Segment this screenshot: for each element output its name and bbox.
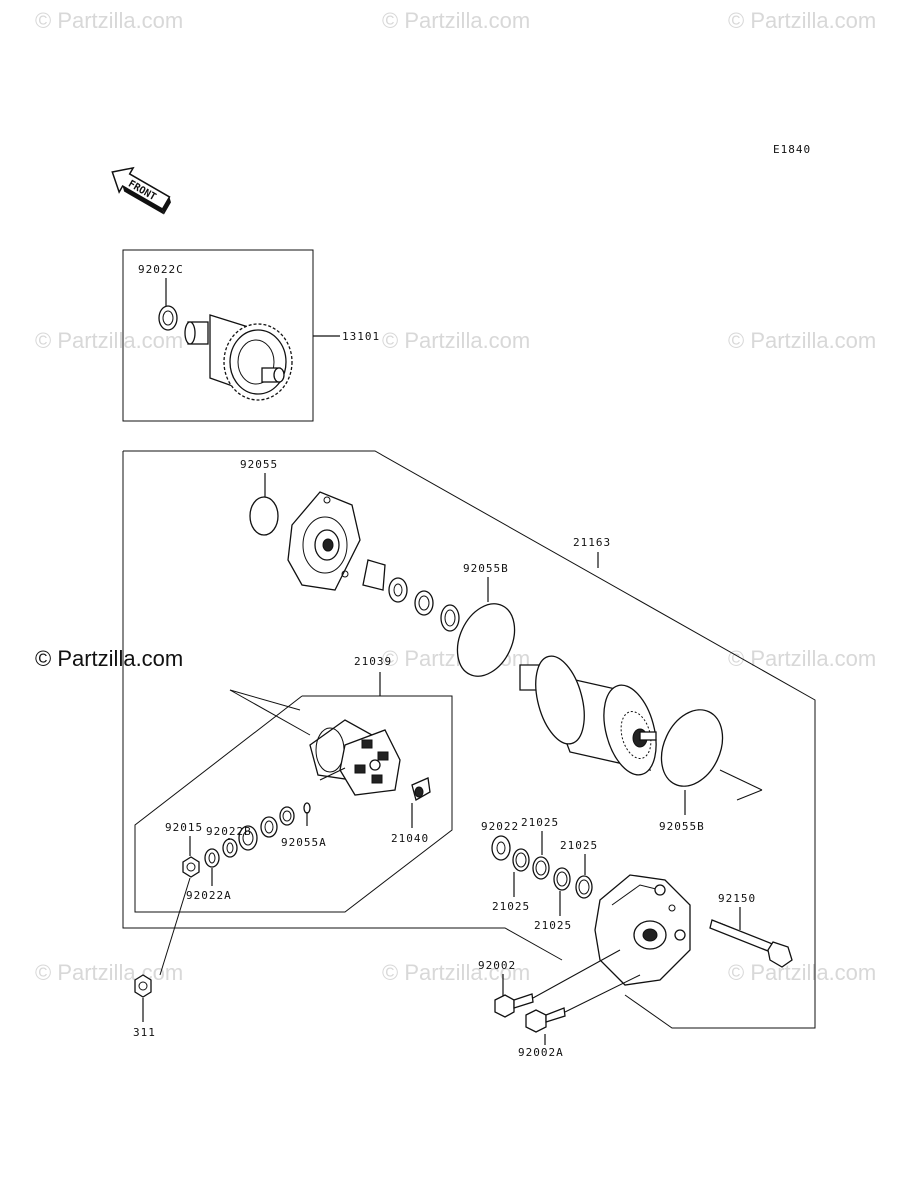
label-92022[interactable]: 92022 — [481, 820, 519, 833]
label-21025-a[interactable]: 21025 — [521, 816, 559, 829]
label-21039[interactable]: 21039 — [354, 655, 392, 668]
shim-21025 — [553, 867, 571, 891]
label-92055B-top[interactable]: 92055B — [463, 562, 509, 575]
starter-clutch-13101 — [184, 314, 293, 401]
watermark: © Partzilla.com — [728, 328, 876, 353]
starter-yoke — [519, 655, 657, 776]
label-92022B[interactable]: 92022B — [206, 825, 252, 838]
label-92015[interactable]: 92015 — [165, 821, 203, 834]
label-92002[interactable]: 92002 — [478, 959, 516, 972]
label-13101[interactable]: 13101 — [342, 330, 380, 343]
watermark: © Partzilla.com — [728, 960, 876, 985]
watermark: © Partzilla.com — [382, 328, 530, 353]
lock-plate — [362, 559, 386, 591]
watermark-highlight: © Partzilla.com — [35, 646, 183, 671]
nut-92015 — [182, 856, 200, 878]
watermark: © Partzilla.com — [35, 960, 183, 985]
o-ring-92055B-top — [456, 603, 516, 677]
label-21025-c[interactable]: 21025 — [492, 900, 530, 913]
front-cover — [287, 491, 361, 591]
label-92055[interactable]: 92055 — [240, 458, 278, 471]
washer-92022A — [204, 848, 220, 868]
washer-92022B — [222, 838, 238, 858]
shim-21025 — [532, 856, 550, 880]
watermark: © Partzilla.com — [35, 328, 183, 353]
label-21163[interactable]: 21163 — [573, 536, 611, 549]
washer-92022 — [491, 835, 511, 861]
label-92002A[interactable]: 92002A — [518, 1046, 564, 1059]
watermarks: © Partzilla.com © Partzilla.com © Partzi… — [35, 8, 876, 985]
washer — [279, 806, 295, 826]
washer — [238, 825, 258, 851]
bolt-92150 — [709, 919, 793, 968]
bolt-92002A — [525, 974, 641, 1033]
label-92022A[interactable]: 92022A — [186, 889, 232, 902]
o-ring-92055A — [303, 802, 311, 814]
watermark: © Partzilla.com — [35, 8, 183, 33]
shim-21025 — [575, 875, 593, 899]
bolt-92002 — [494, 949, 621, 1018]
brush-holder-21039 — [309, 719, 401, 796]
front-arrow: FRONT — [111, 166, 171, 215]
label-21025-d[interactable]: 21025 — [534, 919, 572, 932]
watermark: © Partzilla.com — [382, 8, 530, 33]
rear-cover — [594, 874, 691, 986]
label-21040[interactable]: 21040 — [391, 832, 429, 845]
washer — [414, 590, 434, 616]
nut-311 — [134, 974, 152, 998]
label-92150[interactable]: 92150 — [718, 892, 756, 905]
diagram-code: E1840 — [773, 143, 811, 156]
assembly-outline-21163 — [123, 450, 816, 1029]
watermark: © Partzilla.com — [728, 8, 876, 33]
brush-plate-box — [134, 695, 453, 913]
watermark: © Partzilla.com — [728, 646, 876, 671]
label-311[interactable]: 311 — [133, 1026, 156, 1039]
label-92055B-bottom[interactable]: 92055B — [659, 820, 705, 833]
watermark: © Partzilla.com — [382, 960, 530, 985]
label-21025-b[interactable]: 21025 — [560, 839, 598, 852]
washer — [440, 604, 460, 632]
washer — [388, 577, 408, 603]
shim-21025 — [512, 848, 530, 872]
label-92055A[interactable]: 92055A — [281, 836, 327, 849]
o-ring-92055 — [249, 496, 279, 536]
o-ring-92055B-bottom — [660, 709, 724, 787]
label-92022C[interactable]: 92022C — [138, 263, 184, 276]
washer — [260, 816, 278, 838]
washer-92022C — [158, 305, 178, 331]
